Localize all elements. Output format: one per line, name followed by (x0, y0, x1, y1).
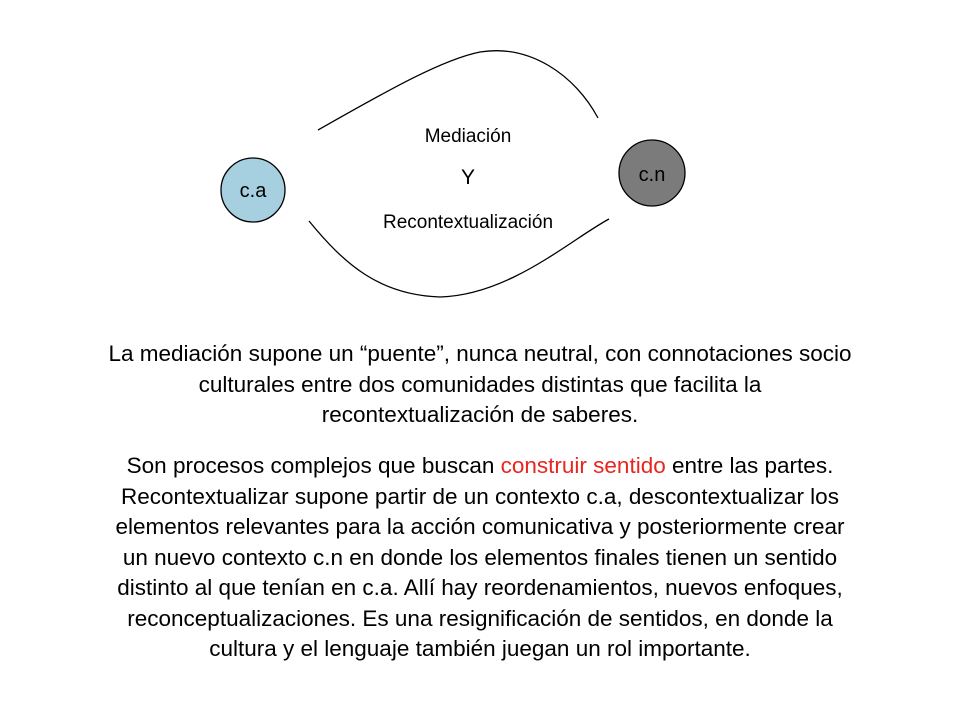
mediation-diagram: c.a c.n Mediación Y Recontextualización (220, 50, 686, 298)
node-cn-circle (618, 139, 686, 207)
paragraph2-line5: distinto al que tenían en c.a. Allí hay … (117, 575, 843, 600)
center-label-mediacion: Mediación (425, 126, 512, 147)
paragraph2-line6: reconceptualizaciones. Es una resignific… (127, 605, 833, 631)
paragraph2-line1-before: Son procesos complejos que buscan (126, 453, 501, 478)
paragraph1-line2: culturales entre dos comunidades distint… (198, 371, 762, 397)
paragraph-mediation: La mediación supone un “puente”, nunca n… (20, 339, 940, 431)
highlight-construir-sentido: construir sentido (500, 453, 666, 478)
paragraph2-line3: elementos relevantes para la acción comu… (115, 514, 845, 539)
upper-arc (317, 50, 599, 131)
node-ca-circle (220, 157, 286, 223)
paragraph2-line4: un nuevo contexto c.n en donde los eleme… (122, 544, 838, 570)
node-cn-label: c.n (639, 164, 666, 186)
paragraph-processes: Son procesos complejos que buscan constr… (20, 451, 940, 665)
lower-arc (308, 218, 610, 298)
paragraph2-line1-after: entre las partes. (665, 453, 834, 478)
paragraph2-line2: Recontextualizar supone partir de un con… (121, 483, 839, 509)
center-label-recontextualizacion: Recontextualización (383, 212, 553, 233)
paragraph2-line7: cultura y el lenguaje también juegan un … (209, 636, 751, 661)
paragraph1-line1: La mediación supone un “puente”, nunca n… (108, 341, 852, 366)
paragraph1-line3: recontextualización de saberes. (321, 402, 639, 427)
node-cn: c.n (618, 139, 686, 207)
node-ca: c.a (220, 157, 286, 223)
node-ca-label: c.a (240, 180, 268, 202)
center-label-y: Y (461, 166, 475, 189)
